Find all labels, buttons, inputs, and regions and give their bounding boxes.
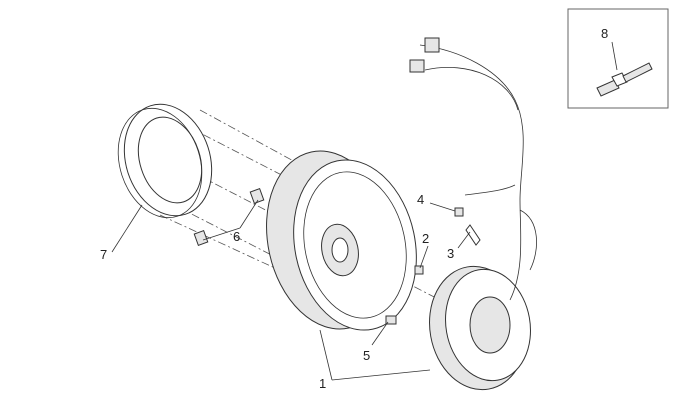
label-part-6: 6 [233,229,241,244]
part-8-sensor [596,41,653,97]
label-part-7: 7 [100,247,108,262]
part-7-ring [117,103,213,219]
label-part-8: 8 [601,26,609,41]
part-1-flywheel [266,150,417,331]
inset-box [567,8,669,109]
part-1-stator [429,265,531,391]
label-part-1: 1 [319,376,327,391]
label-part-2: 2 [422,231,430,246]
label-part-5: 5 [363,348,371,363]
label-part-4: 4 [417,192,425,207]
label-part-3: 3 [447,246,455,261]
